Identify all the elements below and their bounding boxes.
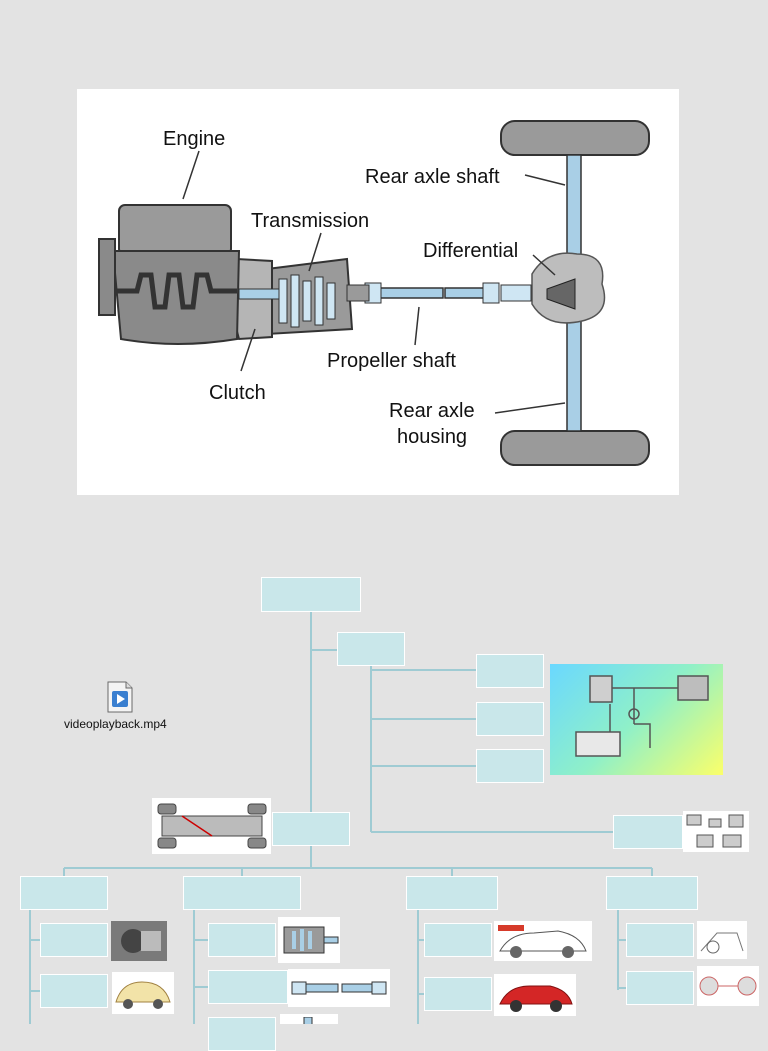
suspension-drawing: [700, 932, 744, 954]
label-rear-axle-shaft: Rear axle shaft: [365, 166, 500, 188]
mindmap-leaf-node-2a[interactable]: [208, 923, 276, 957]
mindmap-leaf-node-4b[interactable]: [626, 971, 694, 1005]
mindmap-chassis-node[interactable]: [272, 812, 350, 846]
mindmap-category-node-1[interactable]: [20, 876, 108, 910]
mindmap-sub-node-4[interactable]: [613, 815, 683, 849]
mindmap-category-node-2[interactable]: [183, 876, 301, 910]
monocoque-body-drawing: [498, 925, 587, 958]
red-car-body-drawing: [499, 985, 573, 1012]
mindmap-leaf-node-2c[interactable]: [208, 1017, 276, 1051]
differential-drawing: [303, 1016, 313, 1024]
video-file-icon: [107, 681, 133, 713]
suspension-image[interactable]: [697, 921, 747, 959]
mindmap-leaf-node-3b[interactable]: [424, 977, 492, 1011]
crankshaft: [117, 272, 237, 310]
red-car-body-image[interactable]: [494, 974, 576, 1016]
ignition-wiring-image[interactable]: [550, 664, 723, 775]
engine-photo-drawing: [121, 929, 161, 953]
mindmap-leaf-node-4a[interactable]: [626, 923, 694, 957]
chassis-frame-image[interactable]: [152, 798, 271, 854]
drivetrain-diagram: Engine Transmission Rear axle shaft Diff…: [77, 89, 679, 495]
label-propeller-shaft: Propeller shaft: [327, 350, 456, 372]
chassis-frame-drawing: [157, 803, 267, 849]
label-transmission: Transmission: [251, 210, 369, 232]
mindmap-leaf-node-1a[interactable]: [40, 923, 108, 957]
brake-system-drawing: [699, 976, 757, 996]
label-clutch: Clutch: [209, 382, 266, 404]
transmission-gears: [278, 274, 336, 328]
mindmap-sub-node-3[interactable]: [476, 749, 544, 783]
label-rear-axle-housing-line1: Rear axle: [389, 400, 475, 422]
engine-pulley: [98, 238, 116, 316]
mindmap-connectors: [29, 612, 653, 1024]
gearbox-image[interactable]: [278, 917, 340, 963]
starter-system-image[interactable]: [683, 811, 749, 852]
gearbox-drawing: [283, 926, 339, 954]
tail-housing: [346, 284, 370, 302]
mindmap-root-node[interactable]: [261, 577, 361, 612]
car-layout-drawing: [115, 981, 171, 1009]
mindmap-sub-node-1[interactable]: [476, 654, 544, 688]
video-filename: videoplayback.mp4: [64, 717, 167, 731]
brake-system-image[interactable]: [697, 966, 759, 1006]
car-layout-image[interactable]: [112, 972, 174, 1014]
mindmap-leaf-node-2b[interactable]: [208, 970, 288, 1004]
starter-system-drawing: [686, 814, 744, 848]
u-joint-rear: [482, 282, 500, 304]
differential-image[interactable]: [280, 1014, 338, 1024]
monocoque-body-image[interactable]: [494, 921, 592, 961]
yoke-rear: [500, 284, 532, 302]
propeller-shaft-drawing: [291, 981, 387, 995]
mindmap-category-node-3[interactable]: [406, 876, 498, 910]
engine-photo-image[interactable]: [111, 921, 167, 961]
label-rear-axle-housing-line2: housing: [397, 426, 467, 448]
mindmap-branch-node[interactable]: [337, 632, 405, 666]
label-differential: Differential: [423, 240, 518, 262]
mindmap-leaf-node-3a[interactable]: [424, 923, 492, 957]
video-attachment[interactable]: videoplayback.mp4: [62, 681, 182, 737]
differential-gear: [546, 278, 576, 310]
propeller-shaft-image[interactable]: [288, 969, 390, 1007]
mindmap-sub-node-2[interactable]: [476, 702, 544, 736]
mindmap-category-node-4[interactable]: [606, 876, 698, 910]
label-engine: Engine: [163, 128, 225, 150]
mindmap-leaf-node-1b[interactable]: [40, 974, 108, 1008]
ignition-wiring-drawing: [575, 675, 709, 757]
